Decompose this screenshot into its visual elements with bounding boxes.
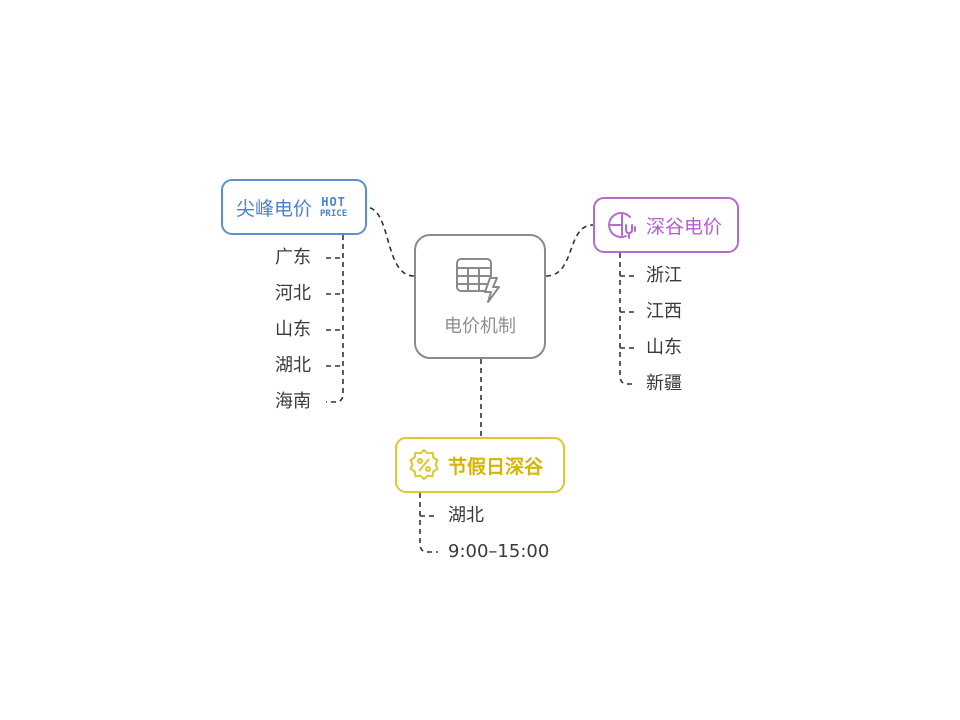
holiday-valley-node: 节假日深谷	[395, 437, 565, 493]
connector-center-valley	[545, 224, 594, 277]
peak-price-node: 尖峰电价 HOT PRICE	[221, 179, 367, 235]
valley-price-label: 深谷电价	[646, 215, 723, 238]
holiday-trunk	[419, 493, 438, 553]
holiday-item-time: 9:00–15:00	[448, 541, 550, 562]
peak-trunk	[326, 235, 344, 403]
valley-item-jiangxi: 江西	[646, 301, 682, 322]
peak-item-guangdong: 广东	[275, 247, 311, 268]
peak-item-hainan: 海南	[275, 391, 311, 412]
center-node: 电价机制	[414, 234, 546, 359]
valley-item-xinjiang: 新疆	[646, 373, 682, 394]
holiday-valley-label: 节假日深谷	[448, 455, 544, 478]
valley-price-node: 深谷电价	[593, 197, 739, 253]
valley-power-icon	[608, 212, 636, 239]
hot-price-icon: HOT PRICE	[320, 194, 348, 219]
table-lightning-icon	[456, 257, 500, 303]
holiday-item-hubei: 湖北	[448, 505, 484, 526]
peak-price-label: 尖峰电价	[236, 197, 313, 220]
valley-item-zhejiang: 浙江	[646, 265, 682, 286]
percent-badge-icon	[409, 449, 439, 481]
valley-item-shandong: 山东	[646, 337, 682, 358]
connector-center-peak	[366, 206, 415, 277]
peak-item-shandong: 山东	[275, 319, 311, 340]
peak-item-hubei: 湖北	[275, 355, 311, 376]
center-label: 电价机制	[444, 315, 516, 337]
valley-trunk	[619, 253, 636, 385]
peak-item-hebei: 河北	[275, 283, 311, 304]
